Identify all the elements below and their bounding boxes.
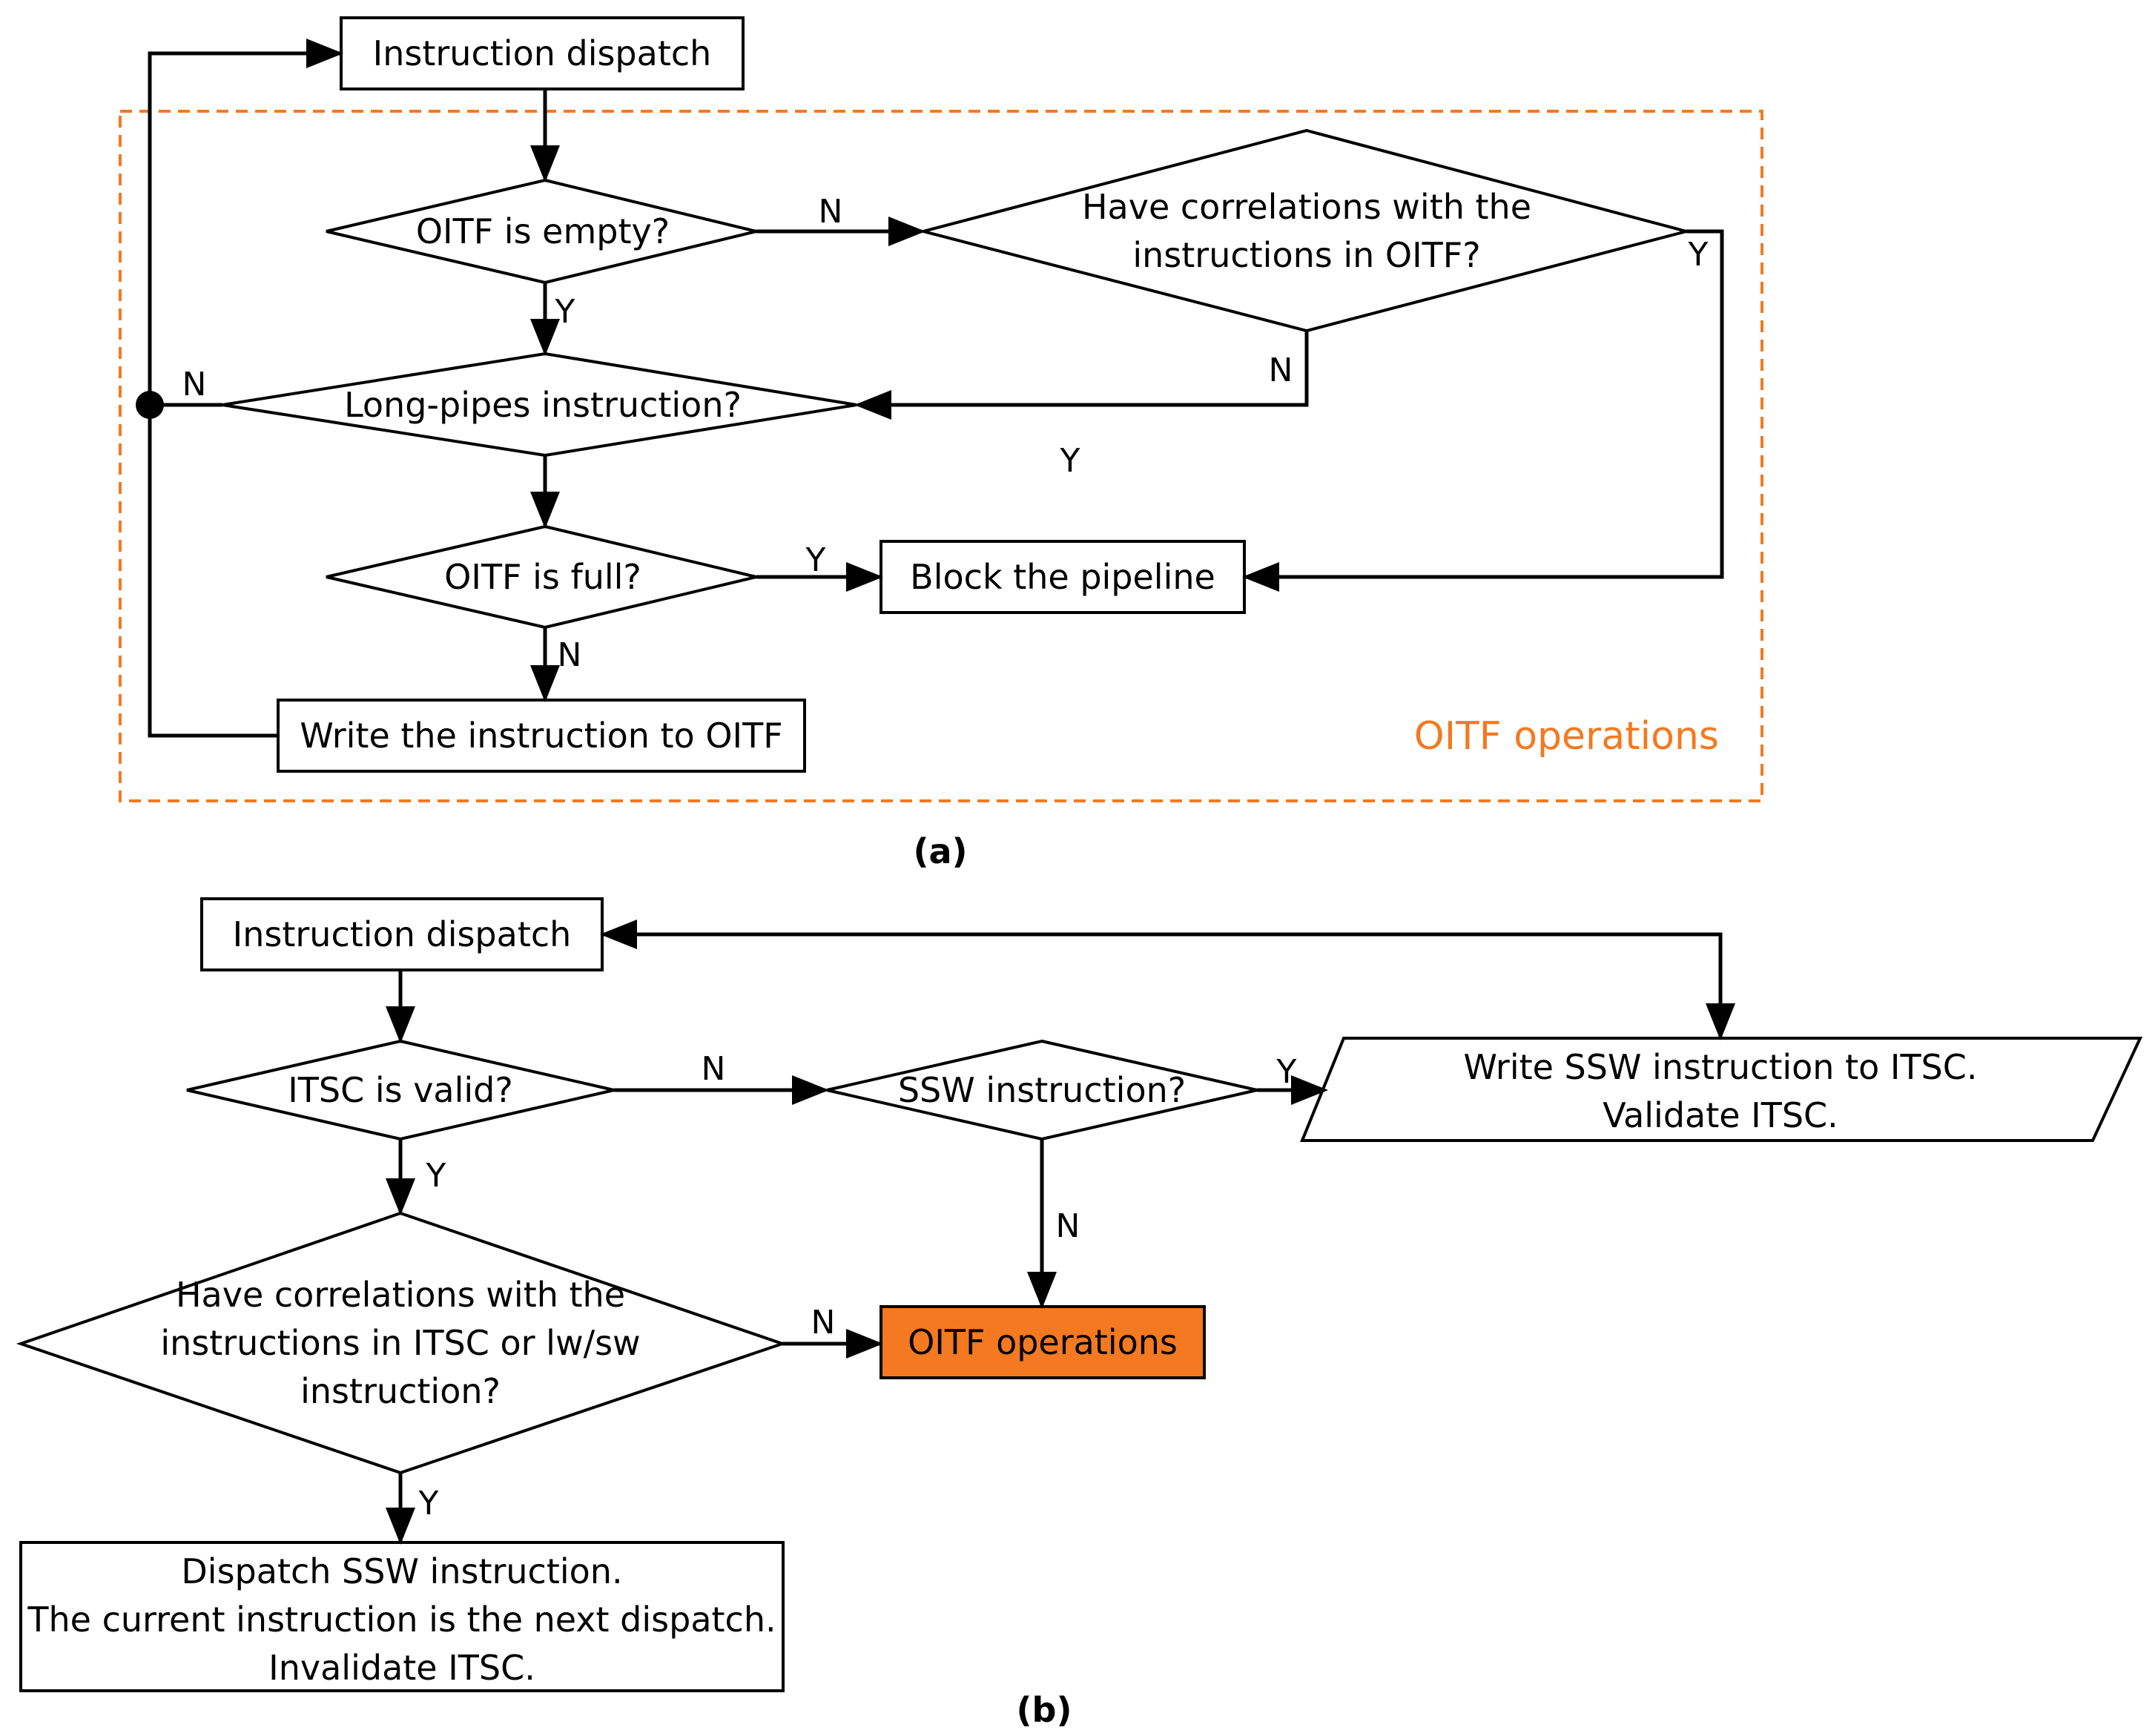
oitf-operations-frame	[119, 110, 1763, 802]
b-oitf-operations-box	[880, 1305, 1206, 1379]
a-edge-loop-back-to-dispatch	[148, 39, 343, 405]
a-label-empty-no: N	[819, 193, 843, 231]
a-label-correlations-no: N	[1269, 352, 1293, 389]
a-correlations-label-line-2: instructions in OITF?	[1132, 235, 1480, 275]
a-oitf-empty-label: OITF is empty?	[416, 211, 670, 251]
b-label-ssw-yes: Y	[1276, 1053, 1297, 1091]
b-itsc-valid-label: ITSC is valid?	[288, 1070, 513, 1110]
b-label-correlations-no: N	[811, 1304, 836, 1341]
b-correlations-label-line-1: Have correlations with the	[176, 1275, 625, 1315]
a-label-full-no: N	[558, 636, 582, 674]
oitf-operations-label: OITF operations	[1414, 714, 1719, 759]
a-oitf-full-label: OITF is full?	[444, 557, 641, 597]
b-write-ssw-label-line-2: Validate ITSC.	[1603, 1095, 1838, 1135]
b-instruction-dispatch-box	[200, 897, 604, 971]
a-correlations-decision	[917, 128, 1692, 333]
diagram-b: Instruction dispatch ITSC is valid? SSW …	[16, 897, 2143, 1730]
b-correlations-label-line-2: instructions in ITSC or lw/sw	[160, 1323, 640, 1363]
a-junction-dot	[136, 391, 164, 419]
b-write-ssw-box	[1300, 1037, 2143, 1142]
b-label-correlations-yes: Y	[418, 1485, 439, 1522]
b-dispatch-ssw-label-line-1: Dispatch SSW instruction.	[181, 1551, 622, 1591]
b-label-valid-yes: Y	[426, 1157, 446, 1195]
a-edge-correlations-no-to-long-pipes	[854, 331, 1309, 420]
a-label-long-pipes-no: N	[182, 366, 207, 403]
a-instruction-dispatch-box	[340, 16, 745, 90]
b-caption: (b)	[1017, 1690, 1072, 1730]
b-label-ssw-no: N	[1056, 1207, 1080, 1245]
a-write-oitf-label: Write the instruction to OITF	[300, 716, 782, 756]
a-write-oitf-box	[277, 699, 806, 773]
a-block-pipeline-box	[880, 540, 1246, 614]
a-label-empty-yes: Y	[555, 293, 575, 331]
a-instruction-dispatch-label: Instruction dispatch	[373, 33, 712, 73]
b-edge-write-back-to-dispatch	[600, 920, 1723, 1038]
a-caption: (a)	[913, 831, 967, 871]
a-correlations-label-line-1: Have correlations with the	[1082, 187, 1531, 227]
diagram-a: OITF operations Instruction dispatch OIT…	[119, 16, 1763, 871]
b-correlations-label-line-3: instruction?	[300, 1371, 501, 1411]
a-label-full-yes: Y	[805, 541, 826, 579]
a-edge-write-to-junction	[148, 405, 278, 738]
b-instruction-dispatch-label: Instruction dispatch	[233, 914, 572, 954]
b-ssw-label: SSW instruction?	[898, 1070, 1186, 1110]
a-label-correlations-yes: Y	[1688, 236, 1709, 274]
b-dispatch-ssw-label-line-3: Invalidate ITSC.	[268, 1648, 535, 1688]
a-long-pipes-label: Long-pipes instruction?	[344, 385, 742, 425]
a-label-stray-yes: Y	[1060, 442, 1080, 480]
a-block-pipeline-label: Block the pipeline	[910, 557, 1215, 597]
b-oitf-operations-label: OITF operations	[908, 1322, 1178, 1362]
b-label-valid-no: N	[702, 1050, 726, 1088]
a-edge-correlations-yes-to-block	[1242, 229, 1724, 592]
b-dispatch-ssw-label-line-2: The current instruction is the next disp…	[27, 1600, 776, 1640]
b-write-ssw-label-line-1: Write SSW instruction to ITSC.	[1463, 1047, 1977, 1087]
